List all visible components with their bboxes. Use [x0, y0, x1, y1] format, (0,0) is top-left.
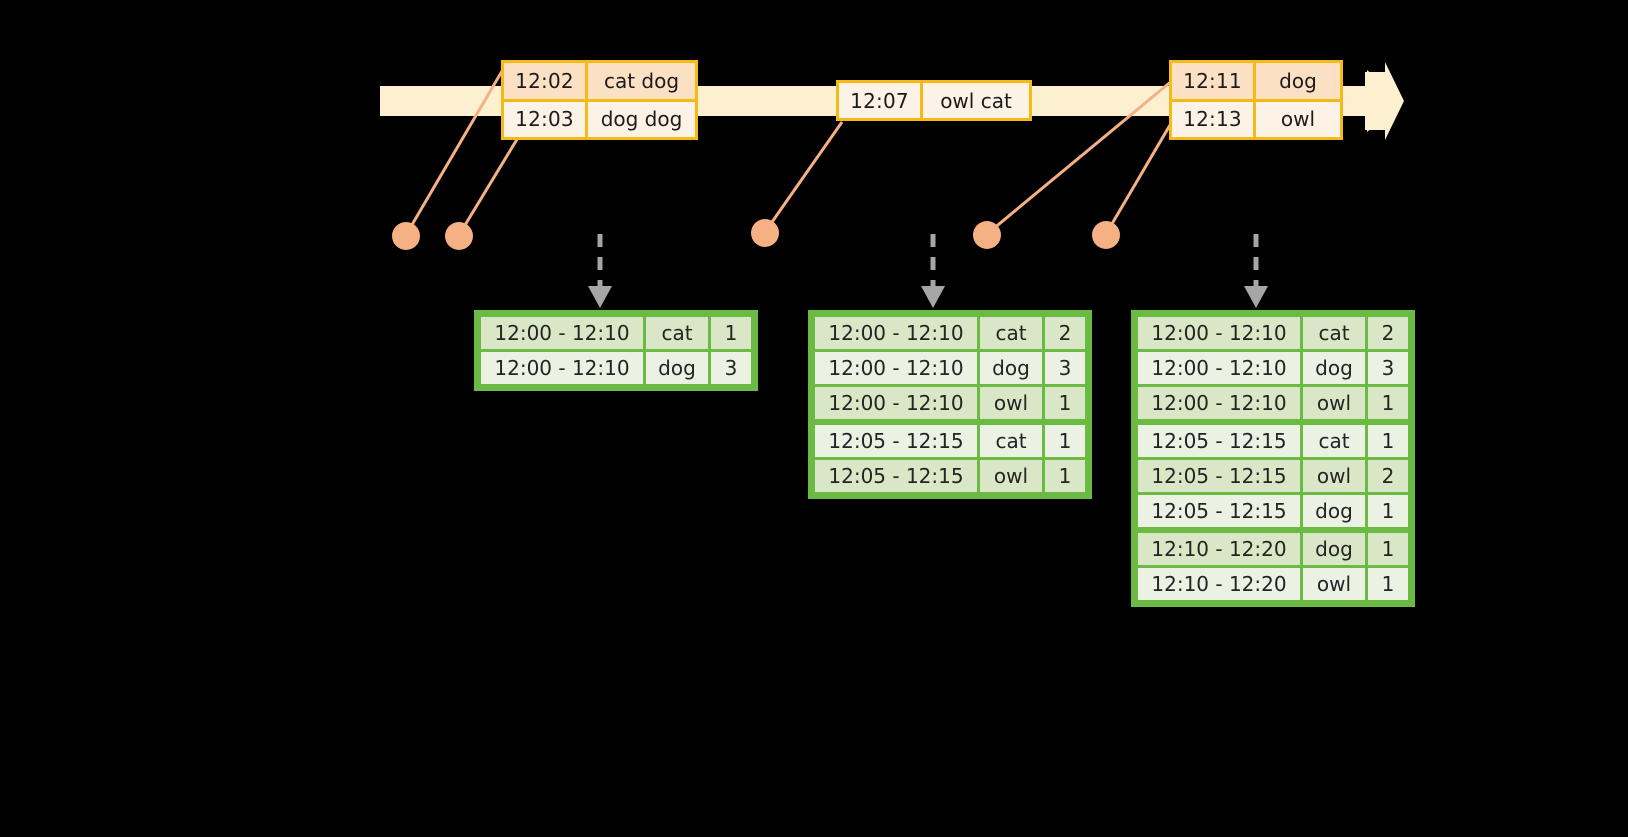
count-cell: 2: [1045, 317, 1085, 349]
count-cell: 1: [1045, 460, 1085, 492]
event-time: 12:02: [504, 63, 588, 99]
window-cell: 12:00 - 12:10: [815, 317, 977, 349]
emit-arrow-3: [1244, 234, 1268, 308]
count-cell: 1: [711, 317, 751, 349]
window-cell: 12:00 - 12:10: [1138, 387, 1300, 419]
event-time: 12:03: [504, 101, 588, 137]
word-cell: cat: [1303, 317, 1365, 349]
event-time: 12:07: [839, 83, 923, 118]
count-cell: 2: [1368, 460, 1408, 492]
window-cell: 12:00 - 12:10: [481, 317, 643, 349]
word-cell: dog: [1303, 495, 1365, 527]
count-cell: 3: [1045, 352, 1085, 384]
timeline-arrowhead: [1367, 70, 1403, 132]
word-cell: dog: [1303, 533, 1365, 565]
window-cell: 12:10 - 12:20: [1138, 533, 1300, 565]
window-cell: 12:00 - 12:10: [815, 387, 977, 419]
event-row[interactable]: 12:02 cat dog: [504, 63, 695, 99]
event-words: dog dog: [600, 107, 683, 132]
event-row[interactable]: 12:07 owl cat: [839, 83, 1029, 118]
window-cell: 12:05 - 12:15: [1138, 425, 1300, 457]
word-cell: dog: [1303, 352, 1365, 384]
event-dot-1211: [973, 221, 1001, 249]
window-cell: 12:05 - 12:15: [1138, 495, 1300, 527]
event-time: 12:11: [1172, 63, 1256, 99]
event-dot-1213: [1092, 221, 1120, 249]
window-cell: 12:00 - 12:10: [481, 352, 643, 384]
window-cell: 12:05 - 12:15: [1138, 460, 1300, 492]
event-row[interactable]: 12:11 dog: [1172, 63, 1340, 99]
connector-line-1203: [457, 135, 521, 236]
window-cell: 12:10 - 12:20: [1138, 568, 1300, 600]
count-cell: 1: [1368, 495, 1408, 527]
event-group-1[interactable]: 12:02 cat dog 12:03 dog dog: [501, 60, 698, 140]
event-group-2[interactable]: 12:07 owl cat: [836, 80, 1032, 121]
event-time: 12:13: [1172, 101, 1256, 137]
word-cell: owl: [980, 460, 1042, 492]
event-words: dog: [1279, 68, 1317, 93]
window-cell: 12:05 - 12:15: [815, 460, 977, 492]
word-cell: cat: [980, 317, 1042, 349]
count-cell: 2: [1368, 317, 1408, 349]
event-dot-1202: [392, 222, 420, 250]
count-cell: 1: [1045, 387, 1085, 419]
word-cell: owl: [1303, 568, 1365, 600]
word-cell: cat: [1303, 425, 1365, 457]
event-dot-1203: [445, 222, 473, 250]
count-cell: 1: [1368, 568, 1408, 600]
event-group-3[interactable]: 12:11 dog 12:13 owl: [1169, 60, 1343, 140]
word-cell: dog: [646, 352, 708, 384]
word-cell: cat: [980, 425, 1042, 457]
word-cell: owl: [1303, 460, 1365, 492]
event-row[interactable]: 12:03 dog dog: [504, 98, 695, 137]
word-cell: dog: [980, 352, 1042, 384]
emit-arrow-2: [921, 234, 945, 308]
count-cell: 3: [1368, 352, 1408, 384]
count-cell: 3: [711, 352, 751, 384]
connector-line-1207: [763, 121, 844, 233]
event-words: owl cat: [940, 88, 1012, 113]
count-cell: 1: [1368, 387, 1408, 419]
event-words: cat dog: [603, 68, 680, 93]
event-dot-1207: [751, 219, 779, 247]
word-cell: owl: [1303, 387, 1365, 419]
connector-line-1213: [1104, 124, 1172, 235]
timeline-arrowhead-shape: [1365, 62, 1404, 140]
window-cell: 12:00 - 12:10: [1138, 352, 1300, 384]
window-cell: 12:00 - 12:10: [1138, 317, 1300, 349]
count-cell: 1: [1368, 425, 1408, 457]
event-words: owl: [1280, 107, 1316, 132]
word-cell: cat: [646, 317, 708, 349]
count-cell: 1: [1368, 533, 1408, 565]
count-cell: 1: [1045, 425, 1085, 457]
window-cell: 12:00 - 12:10: [815, 352, 977, 384]
emit-arrow-1: [588, 234, 612, 308]
word-cell: owl: [980, 387, 1042, 419]
event-row[interactable]: 12:13 owl: [1172, 98, 1340, 137]
window-cell: 12:05 - 12:15: [815, 425, 977, 457]
